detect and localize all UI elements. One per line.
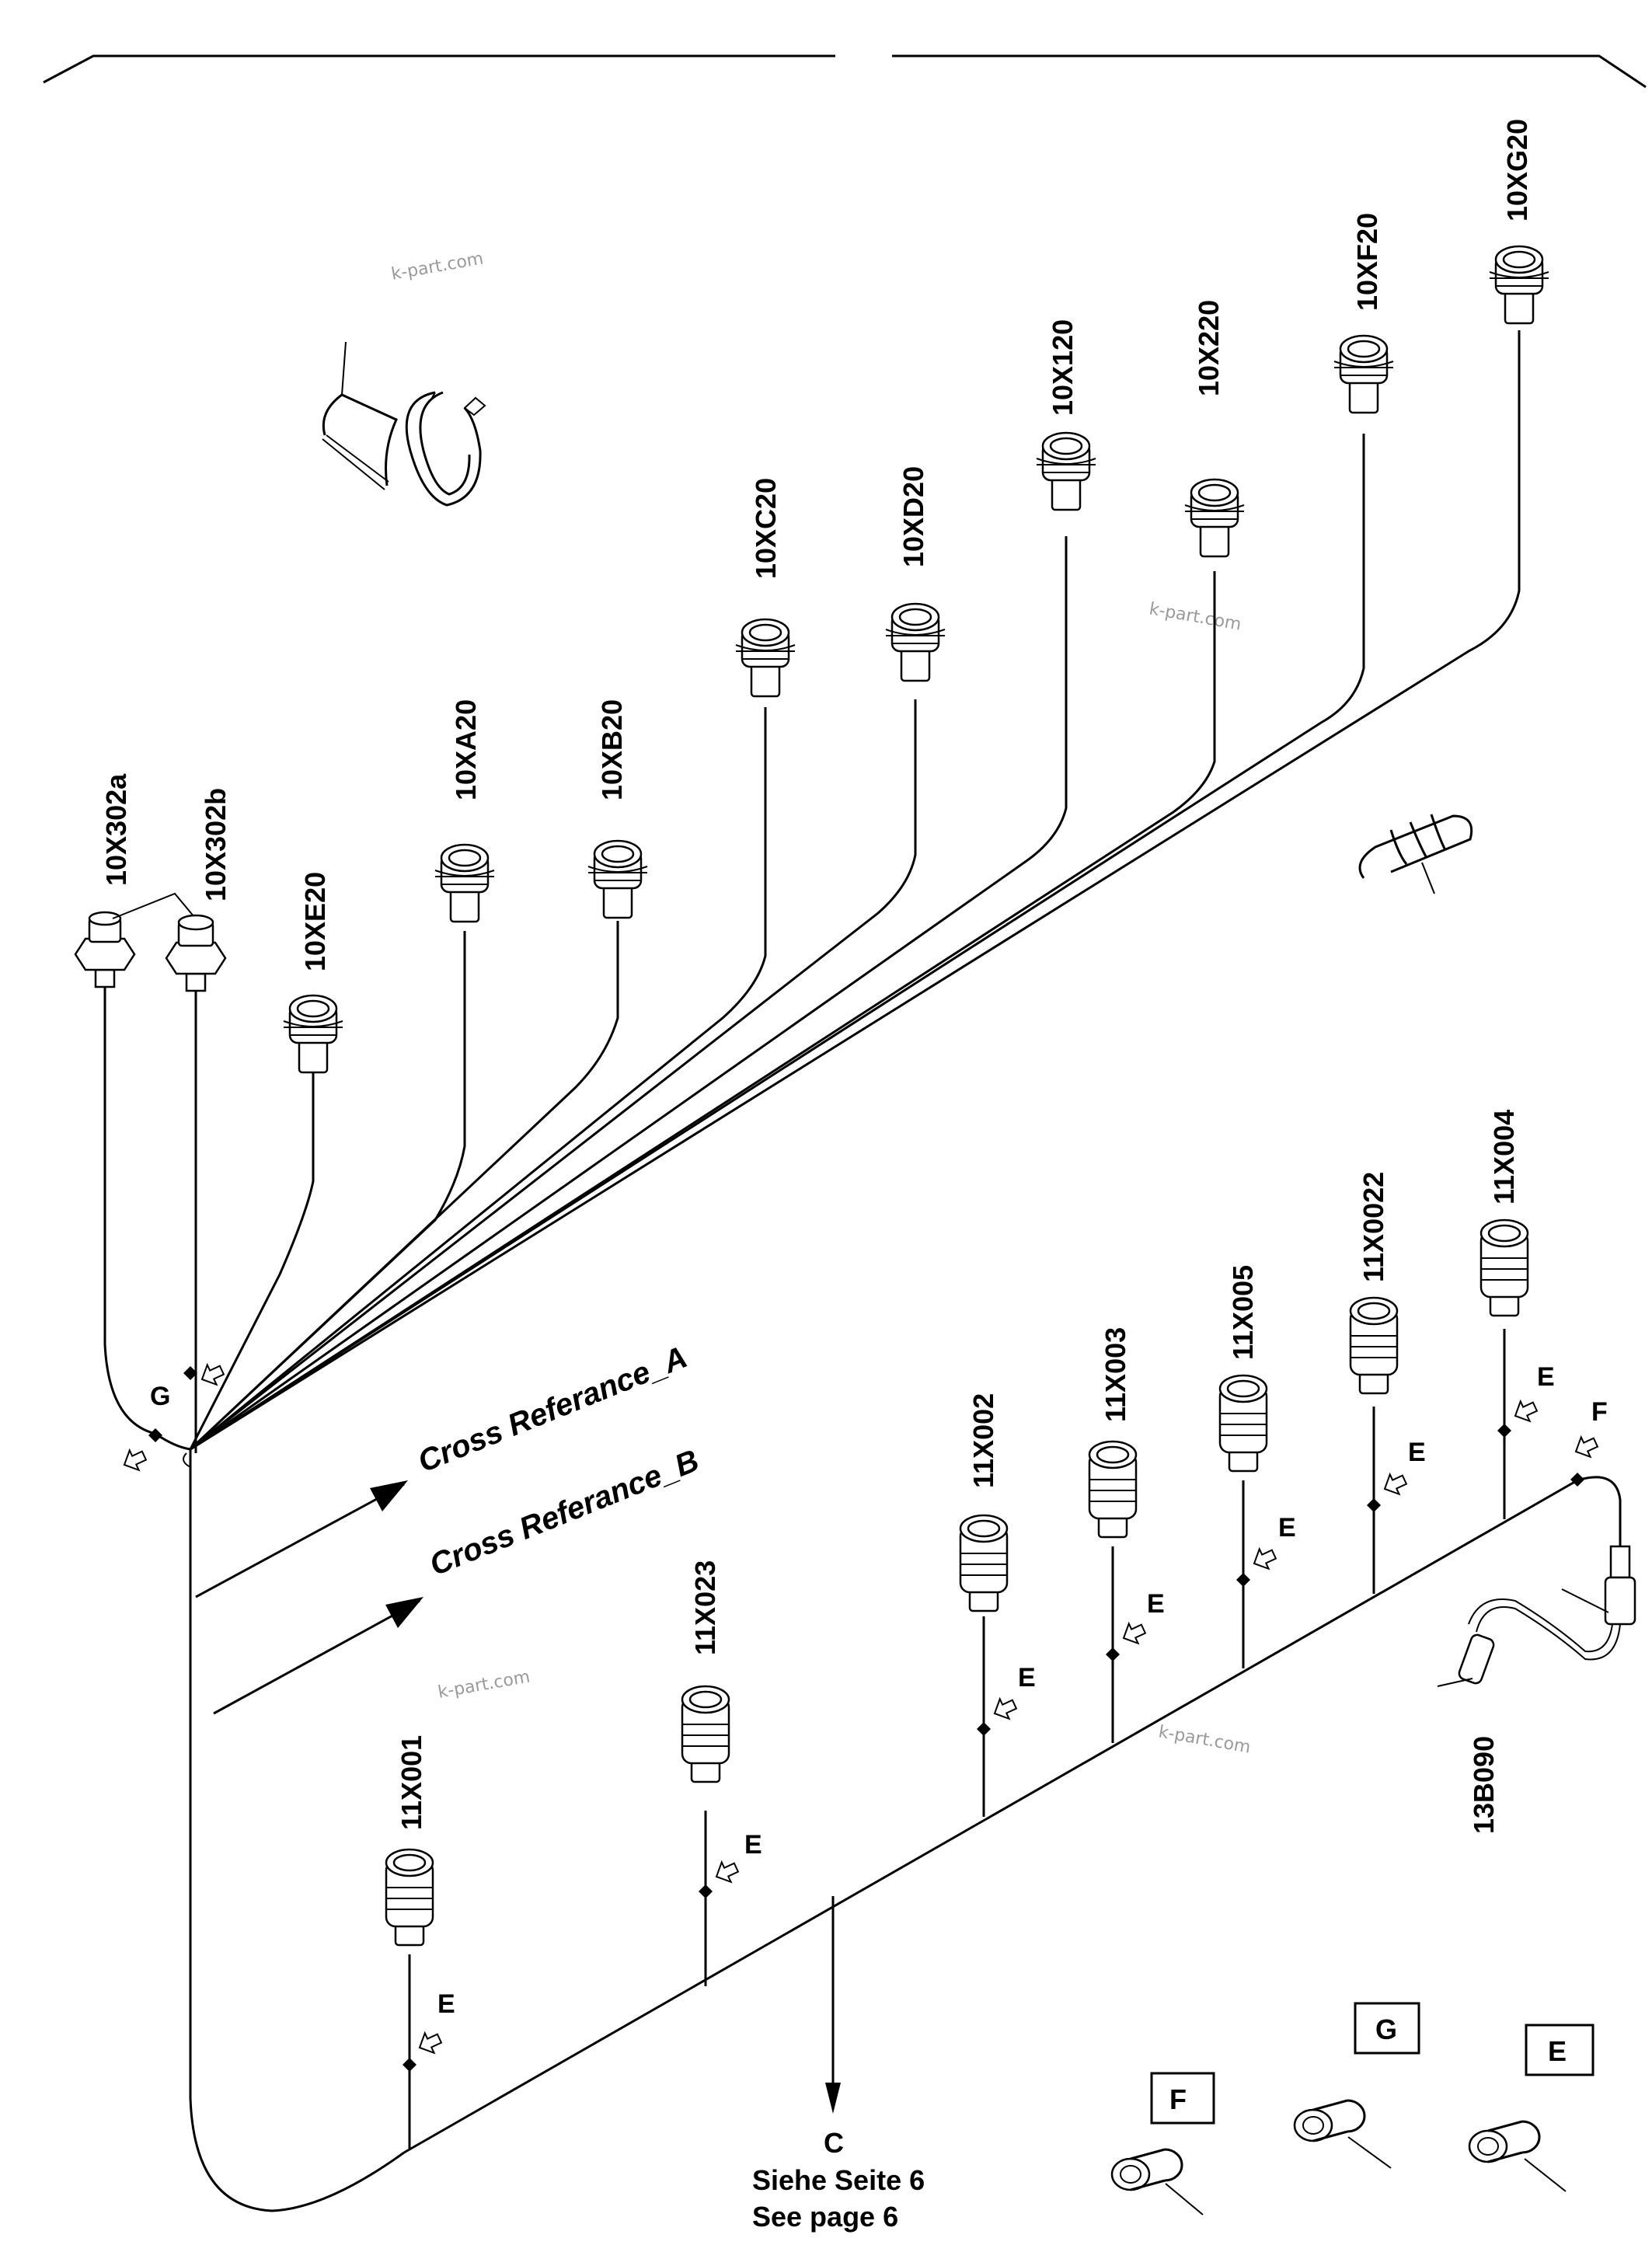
connector-11X005 <box>1218 1374 1268 1473</box>
connector-10X220 <box>1183 478 1246 558</box>
connector-10X302b <box>165 914 227 992</box>
g-label: G <box>150 1382 170 1411</box>
connector-10XA20 <box>434 843 496 923</box>
cross-ref-b-label: Cross Referance_B <box>425 1443 704 1582</box>
e-marker-11X003 <box>1106 1618 1149 1661</box>
watermark-4: k-part.com <box>1157 1722 1252 1757</box>
watermark-3: k-part.com <box>437 1667 531 1702</box>
label-10XE20: 10XE20 <box>299 872 331 971</box>
label-10X302a: 10X302a <box>100 773 132 886</box>
watermark-1: k-part.com <box>390 249 485 284</box>
label-11X005: 11X005 <box>1227 1265 1259 1360</box>
sensor-13B090 <box>1437 1545 1636 1687</box>
connector-11X001 <box>385 1848 434 1947</box>
label-10XA20: 10XA20 <box>450 699 482 800</box>
legend-f-label: F <box>1169 2083 1187 2115</box>
e-marker-11X004 <box>1497 1396 1541 1438</box>
label-10XG20: 10XG20 <box>1501 119 1533 221</box>
label-10X220: 10X220 <box>1193 300 1225 396</box>
label-10XD20: 10XD20 <box>897 466 929 567</box>
footer-line-1: Siehe Seite 6 <box>752 2164 925 2196</box>
cross-ref-a-label: Cross Referance_A <box>413 1340 692 1479</box>
e-label-11X001: E <box>437 1989 455 2019</box>
label-11X003: 11X003 <box>1100 1327 1131 1422</box>
cross-ref-b-arrow <box>213 1599 420 1715</box>
footer-line-2: See page 6 <box>752 2201 898 2233</box>
f-marker <box>1570 1431 1601 1487</box>
c-label: C <box>824 2127 844 2159</box>
watermark-2: k-part.com <box>1148 599 1242 634</box>
cross-ref-a-arrow <box>195 1483 405 1598</box>
label-11X0022: 11X0022 <box>1357 1172 1389 1282</box>
connector-10XF20 <box>1333 334 1395 414</box>
lower-harness-wires <box>189 1329 1622 2212</box>
e-label-11X004: E <box>1537 1362 1555 1392</box>
connector-11X002 <box>959 1514 1009 1612</box>
legend-g-label: G <box>1375 2013 1397 2045</box>
label-11X023: 11X023 <box>689 1560 721 1655</box>
legend-e <box>1468 2024 1594 2192</box>
label-13B090: 13B090 <box>1468 1736 1500 1834</box>
connector-10XB20 <box>587 839 649 919</box>
cable-tie-icon <box>322 341 486 507</box>
e-marker-11X005 <box>1236 1543 1280 1587</box>
label-10X120: 10X120 <box>1047 319 1079 416</box>
label-10XB20: 10XB20 <box>596 699 628 800</box>
e-label-11X023: E <box>744 1830 762 1860</box>
e-marker-11X002 <box>977 1693 1020 1736</box>
connector-10X120 <box>1035 431 1097 511</box>
connector-10XE20 <box>282 994 344 1074</box>
legend-e-label: E <box>1548 2035 1567 2067</box>
connector-11X004 <box>1479 1218 1529 1317</box>
g-marker <box>119 1359 228 1476</box>
legend-g <box>1293 2002 1420 2169</box>
spiral-wrap-icon <box>1358 814 1473 894</box>
e-label-11X002: E <box>1018 1663 1036 1693</box>
connector-11X003 <box>1088 1440 1138 1539</box>
legend-f <box>1110 2072 1215 2215</box>
connector-10XD20 <box>884 602 946 682</box>
connector-11X023 <box>681 1685 730 1783</box>
label-11X002: 11X002 <box>967 1393 999 1488</box>
connector-10X302a <box>74 892 195 988</box>
label-10XF20: 10XF20 <box>1351 213 1383 311</box>
label-10X302b: 10X302b <box>200 788 232 901</box>
label-11X004: 11X004 <box>1488 1110 1520 1204</box>
connector-10XC20 <box>734 618 796 698</box>
e-marker-11X023 <box>699 1856 742 1898</box>
f-label: F <box>1591 1397 1608 1427</box>
e-label-11X005: E <box>1278 1513 1296 1543</box>
e-marker-11X001 <box>403 2027 445 2072</box>
e-marker-11X0022 <box>1367 1469 1410 1512</box>
e-label-11X003: E <box>1147 1589 1165 1619</box>
label-10XC20: 10XC20 <box>750 478 782 579</box>
connector-10XG20 <box>1488 245 1550 325</box>
label-11X001: 11X001 <box>396 1735 427 1830</box>
e-label-11X0022: E <box>1408 1438 1426 1467</box>
connector-11X0022 <box>1349 1296 1399 1395</box>
